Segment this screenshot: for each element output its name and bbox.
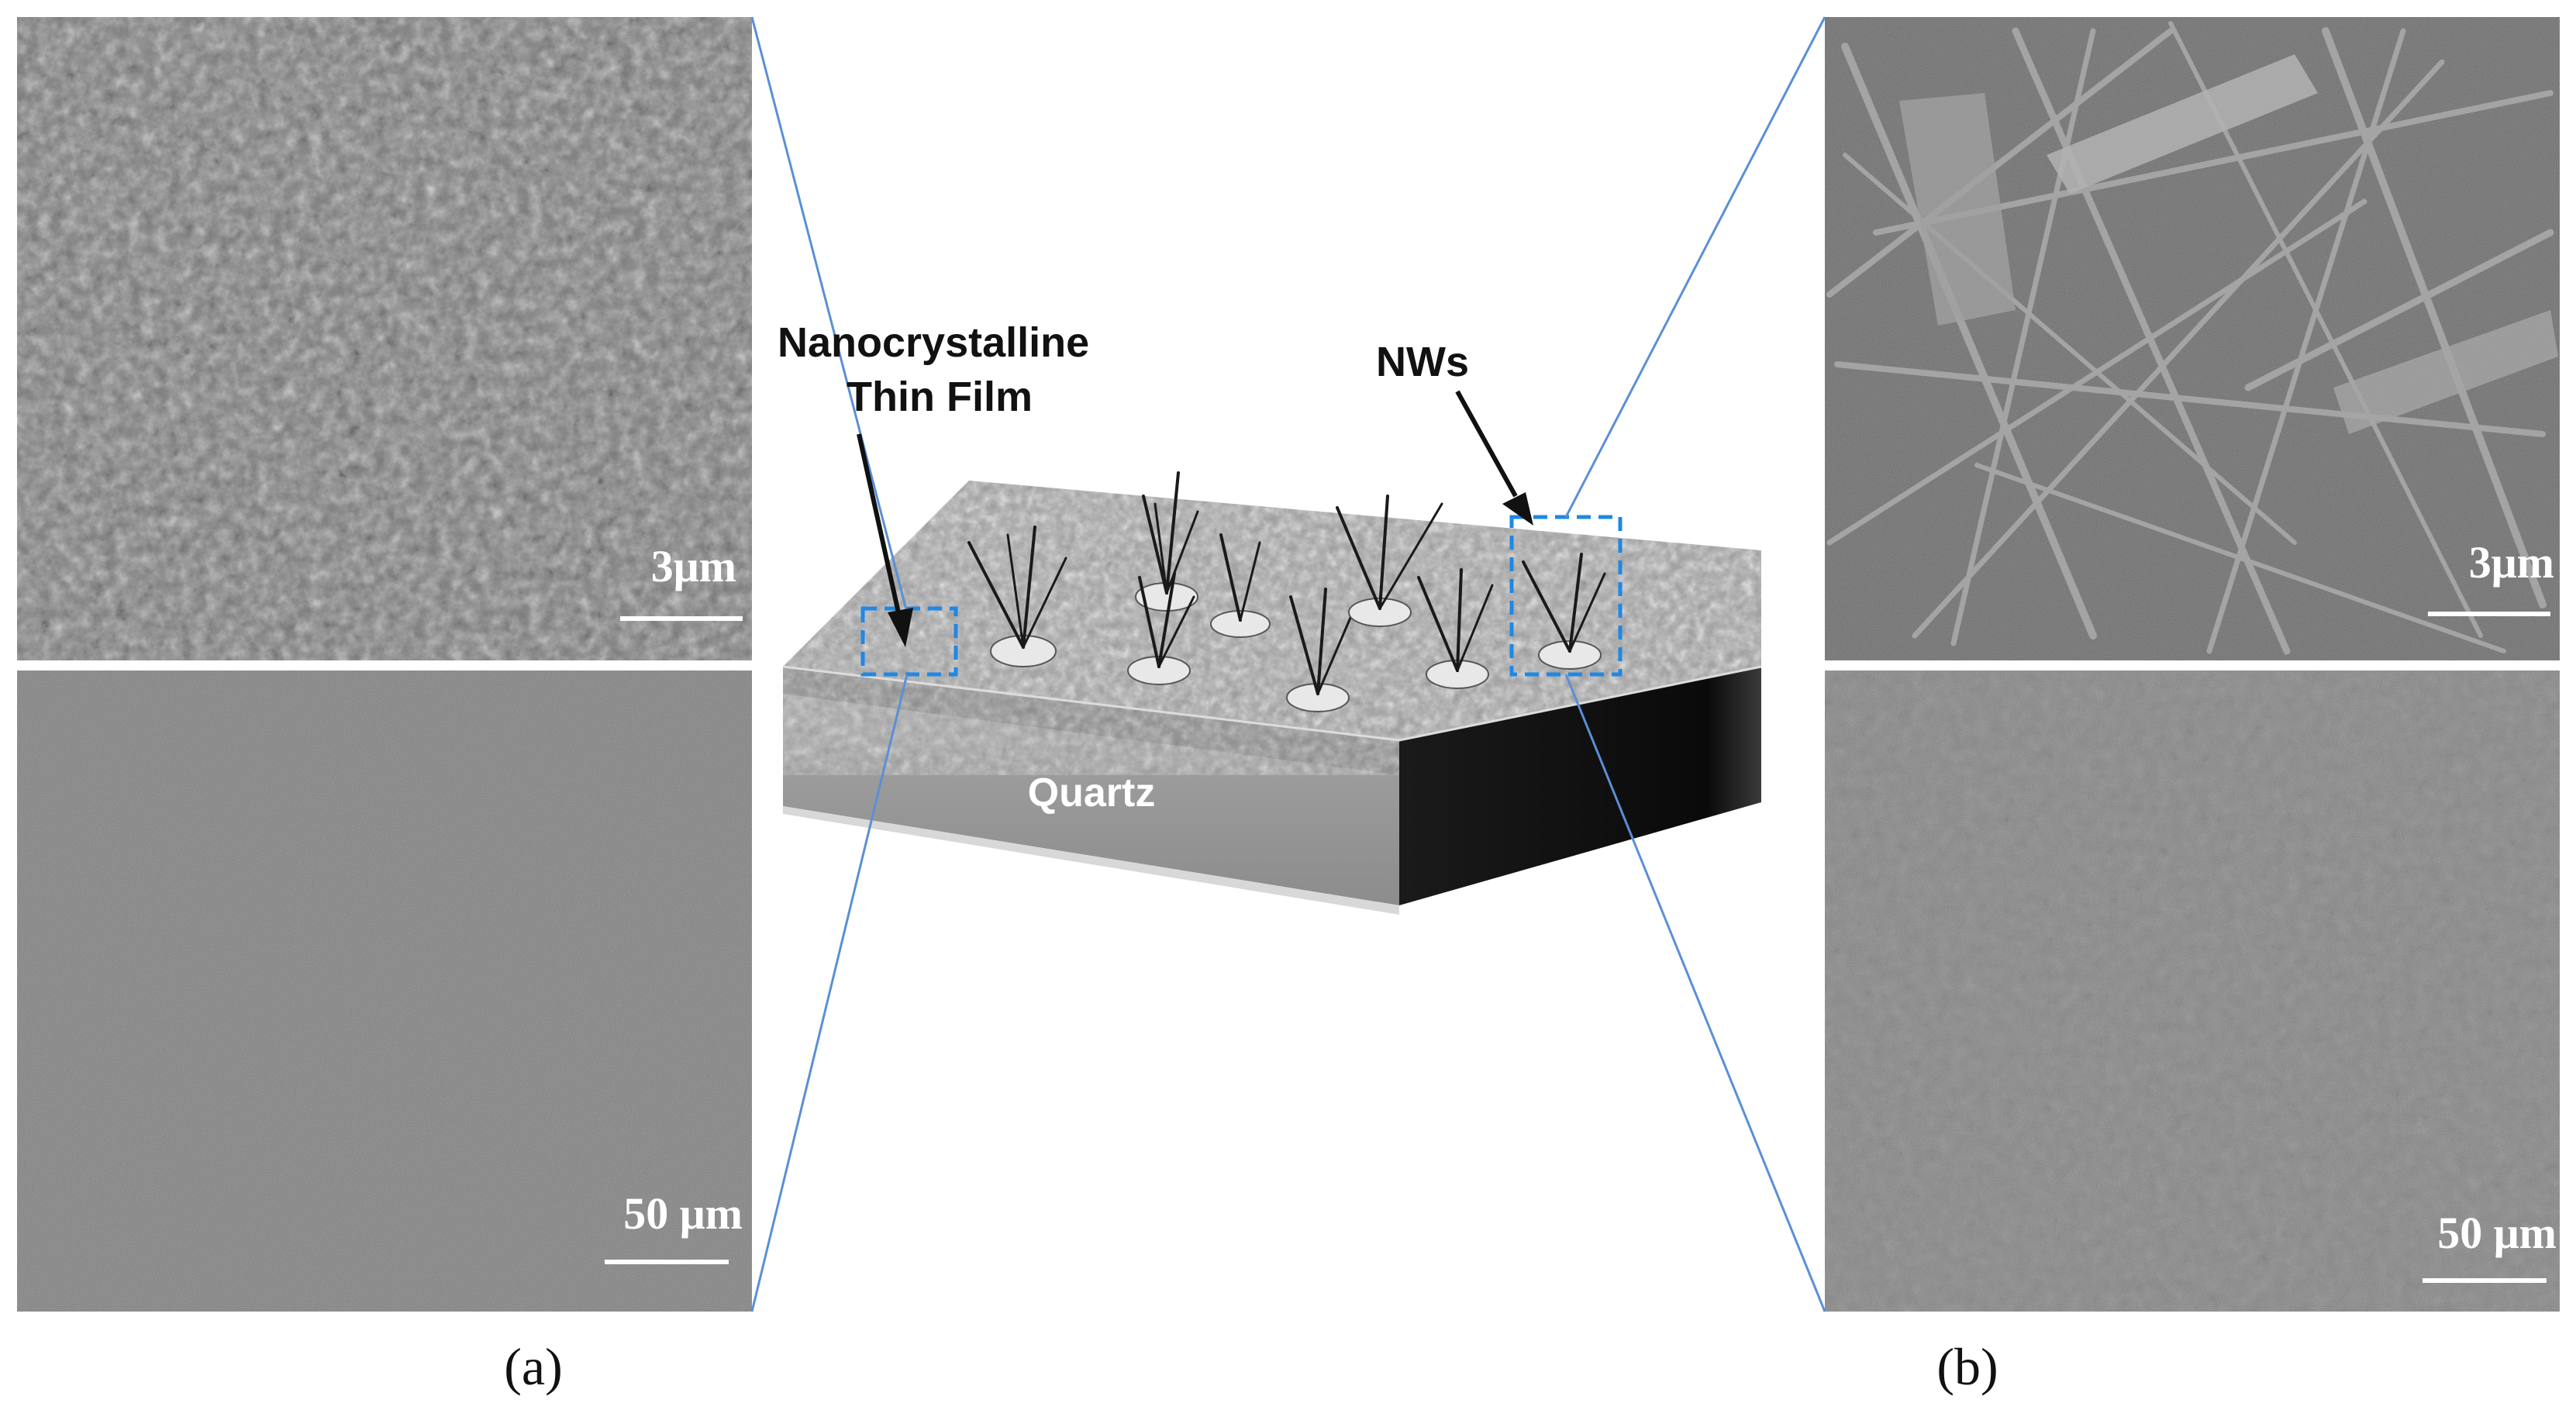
scale-bar-b-bottom: 50 μm <box>2423 1208 2557 1283</box>
film-label-line2: Thin Film <box>847 374 1033 420</box>
nw-cluster <box>1210 533 1271 638</box>
scale-label-a-top: 3μm <box>651 541 736 591</box>
scale-label-a-bottom: 50 μm <box>623 1188 743 1239</box>
nw-cluster <box>1336 495 1443 627</box>
substrate-side <box>1399 667 1761 905</box>
panel-letter-b: (b) <box>1936 1337 1998 1396</box>
panel-letter-a: (a) <box>504 1337 562 1396</box>
nw-cluster <box>1417 568 1494 689</box>
nw-cluster <box>1522 553 1606 670</box>
panel-b: 3μm 50 μm (b) <box>1825 17 2560 1396</box>
nw-cluster <box>967 526 1067 667</box>
nanowire-clusters <box>967 471 1606 712</box>
scale-label-b-bottom: 50 μm <box>2437 1208 2557 1258</box>
panel-a: 3μm 50 μm (a) <box>17 17 752 1396</box>
nw-cluster <box>1127 572 1195 685</box>
arrow-nw <box>1455 390 1533 526</box>
schematic: Nanocrystalline Thin Film NWs Quartz <box>750 16 1826 1312</box>
nw-label: NWs <box>1376 339 1469 385</box>
substrate-label: Quartz <box>1028 771 1156 815</box>
sem-image-a-bottom <box>17 671 752 1312</box>
sem-image-b-bottom <box>1825 671 2560 1312</box>
scale-bar-a-top: 3μm <box>620 541 743 621</box>
scale-label-b-top: 3μm <box>2469 537 2554 588</box>
nw-cluster <box>1135 471 1199 612</box>
nw-cluster <box>1286 588 1354 712</box>
sem-image-b-top <box>1825 17 2560 660</box>
arrow-film <box>857 433 913 647</box>
film-label-line1: Nanocrystalline <box>778 319 1089 366</box>
scale-bar-a-bottom: 50 μm <box>605 1188 743 1264</box>
callout-lines <box>750 16 1826 1312</box>
sem-image-a-top <box>17 17 752 660</box>
scale-bar-b-top: 3μm <box>2428 537 2554 616</box>
